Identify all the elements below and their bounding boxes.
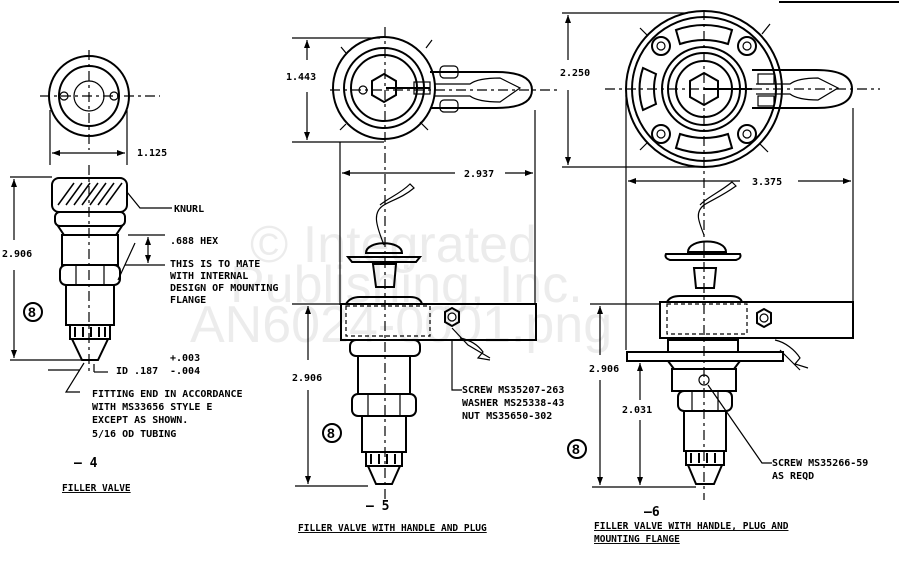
dim-id: ID .187 [116, 366, 158, 377]
dim-handle-length-5: 2.937 [464, 169, 494, 180]
watermark: © Integrated Publishing, Inc. AN6024-000… [190, 216, 612, 354]
dim-tol-plus: +.003 [170, 353, 200, 364]
view-dash-4: 1.125 KNURL [2, 50, 278, 494]
mounting-block-6 [659, 301, 854, 339]
top-view-4 [40, 50, 160, 150]
dim-height-4: 2.906 [2, 249, 32, 260]
callout-knurl: KNURL [174, 204, 204, 215]
caption-6-line-1: FILLER VALVE WITH HANDLE, PLUG AND [594, 521, 789, 532]
watermark-line-3: AN6024-0001.png [190, 296, 612, 354]
note-fitting-line-4: 5/16 OD TUBING [92, 429, 176, 440]
note-mate-line-3: DESIGN OF MOUNTING [170, 283, 278, 294]
plug-6 [664, 181, 742, 289]
mounting-flange-plate [626, 351, 784, 362]
caption-4: FILLER VALVE [62, 483, 131, 494]
side-view-4 [51, 165, 128, 372]
dim-hex-4: .688 HEX [170, 236, 218, 247]
side-view-6 [666, 360, 742, 485]
caption-5: FILLER VALVE WITH HANDLE AND PLUG [298, 523, 487, 534]
dim-flange-height-6: 2.250 [560, 68, 590, 79]
callout-washer-5: WASHER MS25338-43 [462, 398, 564, 409]
callout-screw-6-qty: AS REQD [772, 471, 814, 482]
note-mate-line-4: FLANGE [170, 295, 206, 306]
view-dash-5: 1.443 2.937 [286, 27, 564, 534]
dash-number-6: –6 [644, 505, 660, 520]
note-marker-6: 8 [572, 441, 580, 457]
note-fitting-line-3: EXCEPT AS SHOWN. [92, 415, 188, 426]
dim-flange-height-5: 1.443 [286, 72, 316, 83]
note-mate-line-1: THIS IS TO MATE [170, 259, 260, 270]
dim-height-5: 2.906 [292, 373, 322, 384]
callout-nut-5: NUT MS35650-302 [462, 411, 552, 422]
caption-6-line-2: MOUNTING FLANGE [594, 534, 680, 545]
plug-5 [345, 183, 423, 288]
dim-handle-length-6: 3.375 [752, 177, 782, 188]
note-mate-line-2: WITH INTERNAL [170, 271, 248, 282]
dim-lower-height-6: 2.031 [622, 405, 652, 416]
dim-height-6: 2.906 [589, 364, 619, 375]
note-marker-5: 8 [327, 425, 335, 441]
dash-number-5: – 5 [366, 499, 389, 514]
note-marker-4: 8 [28, 304, 36, 320]
note-fitting-line-2: WITH MS33656 STYLE E [92, 402, 212, 413]
dash-number-4: – 4 [74, 456, 98, 471]
dim-width-4: 1.125 [137, 148, 167, 159]
mounting-block-5 [340, 303, 537, 341]
note-marker-circle [23, 302, 43, 322]
note-fitting-line-1: FITTING END IN ACCORDANCE [92, 389, 243, 400]
callout-screw-5: SCREW MS35207-263 [462, 385, 564, 396]
callout-screw-6: SCREW MS35266-59 [772, 458, 868, 469]
side-view-5 [349, 339, 421, 485]
view-dash-6: 2.250 3.375 [560, 10, 880, 545]
top-view-6 [605, 10, 880, 500]
dim-tol-minus: -.004 [170, 366, 200, 377]
